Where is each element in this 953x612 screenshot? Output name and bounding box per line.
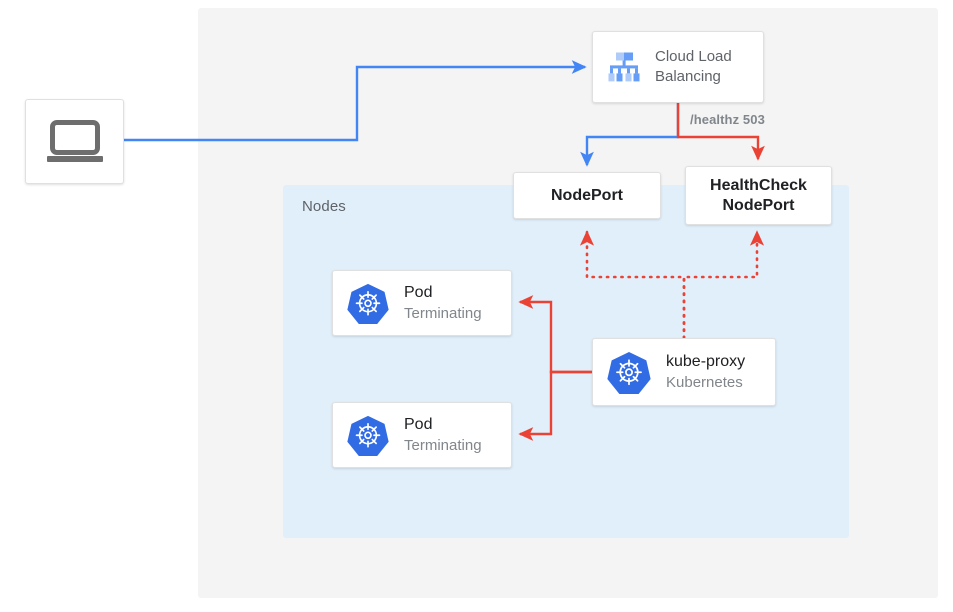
kubernetes-icon (347, 415, 389, 456)
healthcheck-nodeport-node[interactable]: HealthCheck NodePort (685, 166, 832, 225)
kube-proxy-title: kube-proxy (666, 353, 746, 370)
pod-node-2[interactable]: Pod Terminating (332, 402, 512, 468)
pod-node-1[interactable]: Pod Terminating (332, 270, 512, 336)
nodeport-node[interactable]: NodePort (513, 172, 661, 219)
healthz-edge-label: /healthz 503 (690, 112, 765, 127)
cloud-load-balancing-icon (608, 52, 640, 82)
cloud-load-balancing-label: Cloud Load Balancing (655, 48, 732, 85)
pod-text-1: Pod Terminating (404, 282, 482, 324)
kubernetes-icon (607, 352, 651, 394)
pod-title-2: Pod (404, 416, 433, 433)
kube-proxy-node[interactable]: kube-proxy Kubernetes (592, 338, 776, 406)
cloud-load-balancing-node[interactable]: Cloud Load Balancing (592, 31, 764, 103)
pod-status-2: Terminating (404, 437, 482, 454)
nodes-region-label: Nodes (302, 198, 346, 215)
pod-text-2: Pod Terminating (404, 414, 482, 456)
client-node[interactable] (25, 99, 124, 184)
healthcheck-nodeport-label: HealthCheck NodePort (710, 176, 807, 214)
nodeport-label: NodePort (551, 186, 623, 204)
kube-proxy-subtitle: Kubernetes (666, 374, 743, 391)
kubernetes-icon (347, 283, 389, 324)
pod-title-1: Pod (404, 284, 433, 301)
kube-proxy-text: kube-proxy Kubernetes (666, 351, 745, 393)
pod-status-1: Terminating (404, 305, 482, 322)
laptop-icon (46, 119, 103, 162)
